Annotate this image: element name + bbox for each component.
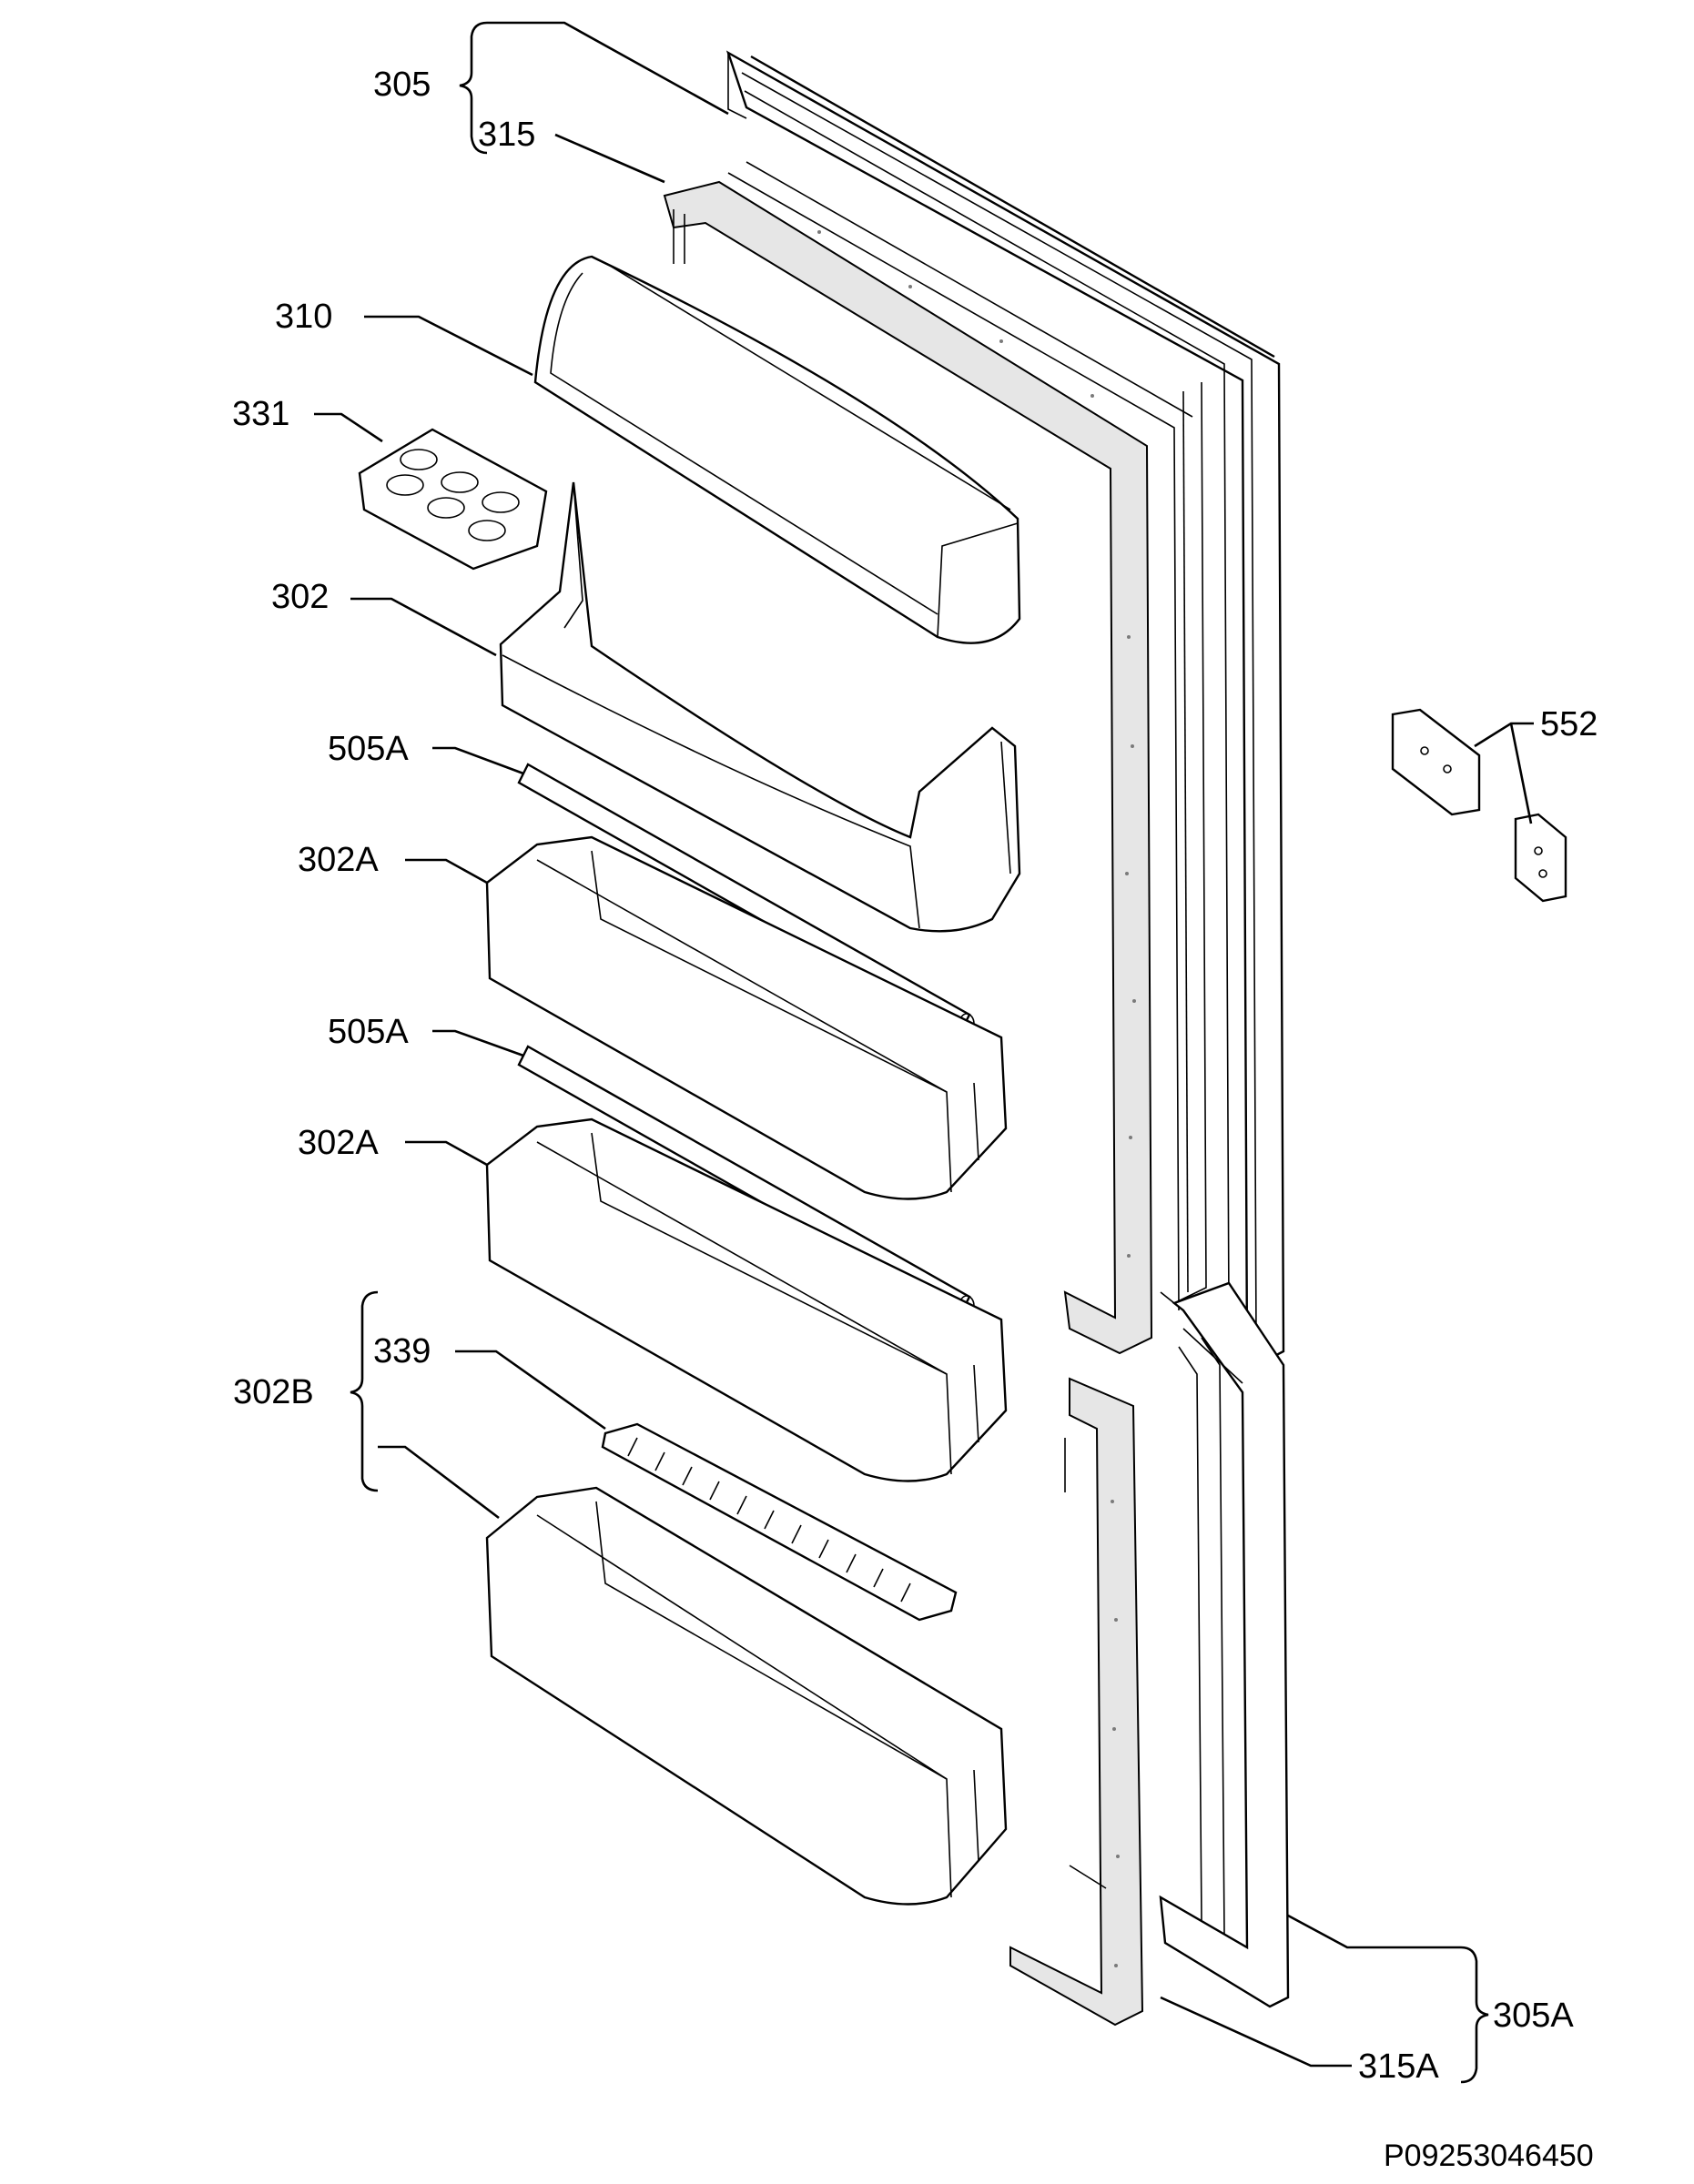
bottle-retainer <box>601 1422 958 1622</box>
bottle-shelf <box>485 1486 1008 1906</box>
hinge-set <box>1391 708 1567 903</box>
leader-lines <box>314 21 1534 2084</box>
label-339: 339 <box>373 1332 431 1370</box>
egg-tray <box>358 428 548 571</box>
drawing-reference-number: P09253046450 <box>1384 2138 1594 2173</box>
door-shelf-large <box>499 481 1021 933</box>
part-labels: 305 315 310 331 302 505A 302A 505A 302A … <box>232 66 1598 2173</box>
label-505a-lower: 505A <box>328 1013 409 1051</box>
label-302a-lower: 302A <box>298 1124 379 1162</box>
lower-door-frame <box>1159 1281 1290 2008</box>
door-shelf-2 <box>485 1117 1008 1482</box>
label-302b: 302B <box>233 1373 314 1411</box>
label-310: 310 <box>275 298 332 336</box>
label-505a-upper: 505A <box>328 730 409 768</box>
label-552: 552 <box>1540 705 1598 743</box>
label-302a-upper: 302A <box>298 841 379 879</box>
butter-compartment-lid <box>533 255 1021 644</box>
label-315a: 315A <box>1358 2048 1439 2086</box>
label-315: 315 <box>478 116 535 154</box>
lower-door-gasket <box>1009 1377 1144 2027</box>
label-305a: 305A <box>1493 1997 1574 2035</box>
door-shelf-1 <box>485 835 1008 1200</box>
label-305: 305 <box>373 66 431 104</box>
upper-door-gasket <box>663 161 1193 1355</box>
label-302: 302 <box>271 578 329 616</box>
label-331: 331 <box>232 395 289 433</box>
